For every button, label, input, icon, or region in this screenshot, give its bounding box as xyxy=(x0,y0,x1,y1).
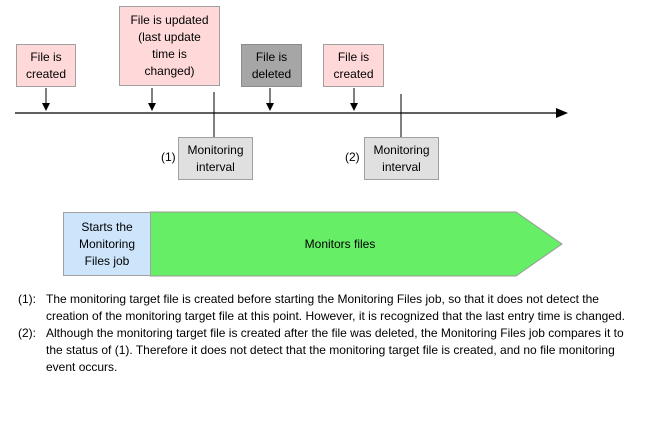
note-2: (2): Although the monitoring target file… xyxy=(18,325,638,376)
monitoring-interval-1: Monitoring interval xyxy=(178,137,253,180)
event-arrowhead-4 xyxy=(350,103,358,111)
event-file-updated: File is updated (last update time is cha… xyxy=(119,6,220,86)
event-arrowhead-2 xyxy=(148,103,156,111)
note-1-label: (1): xyxy=(18,292,36,306)
event-arrowhead-3 xyxy=(266,103,274,111)
note-2-label: (2): xyxy=(18,326,36,340)
interval-number-1: (1) xyxy=(161,150,176,164)
monitoring-interval-2: Monitoring interval xyxy=(364,137,439,180)
event-arrowhead-1 xyxy=(42,103,50,111)
note-1-text: The monitoring target file is created be… xyxy=(46,292,625,323)
job-start-box: Starts the Monitoring Files job xyxy=(63,212,151,276)
event-file-deleted: File is deleted xyxy=(241,44,302,87)
event-file-created-1: File is created xyxy=(16,44,76,87)
note-2-text: Although the monitoring target file is c… xyxy=(46,326,624,374)
timeline-arrowhead xyxy=(556,108,568,118)
interval-number-2: (2) xyxy=(345,150,360,164)
note-1: (1): The monitoring target file is creat… xyxy=(18,291,638,325)
monitor-files-label: Monitors files xyxy=(304,237,376,251)
event-file-created-2: File is created xyxy=(323,44,384,87)
notes: (1): The monitoring target file is creat… xyxy=(18,291,638,376)
